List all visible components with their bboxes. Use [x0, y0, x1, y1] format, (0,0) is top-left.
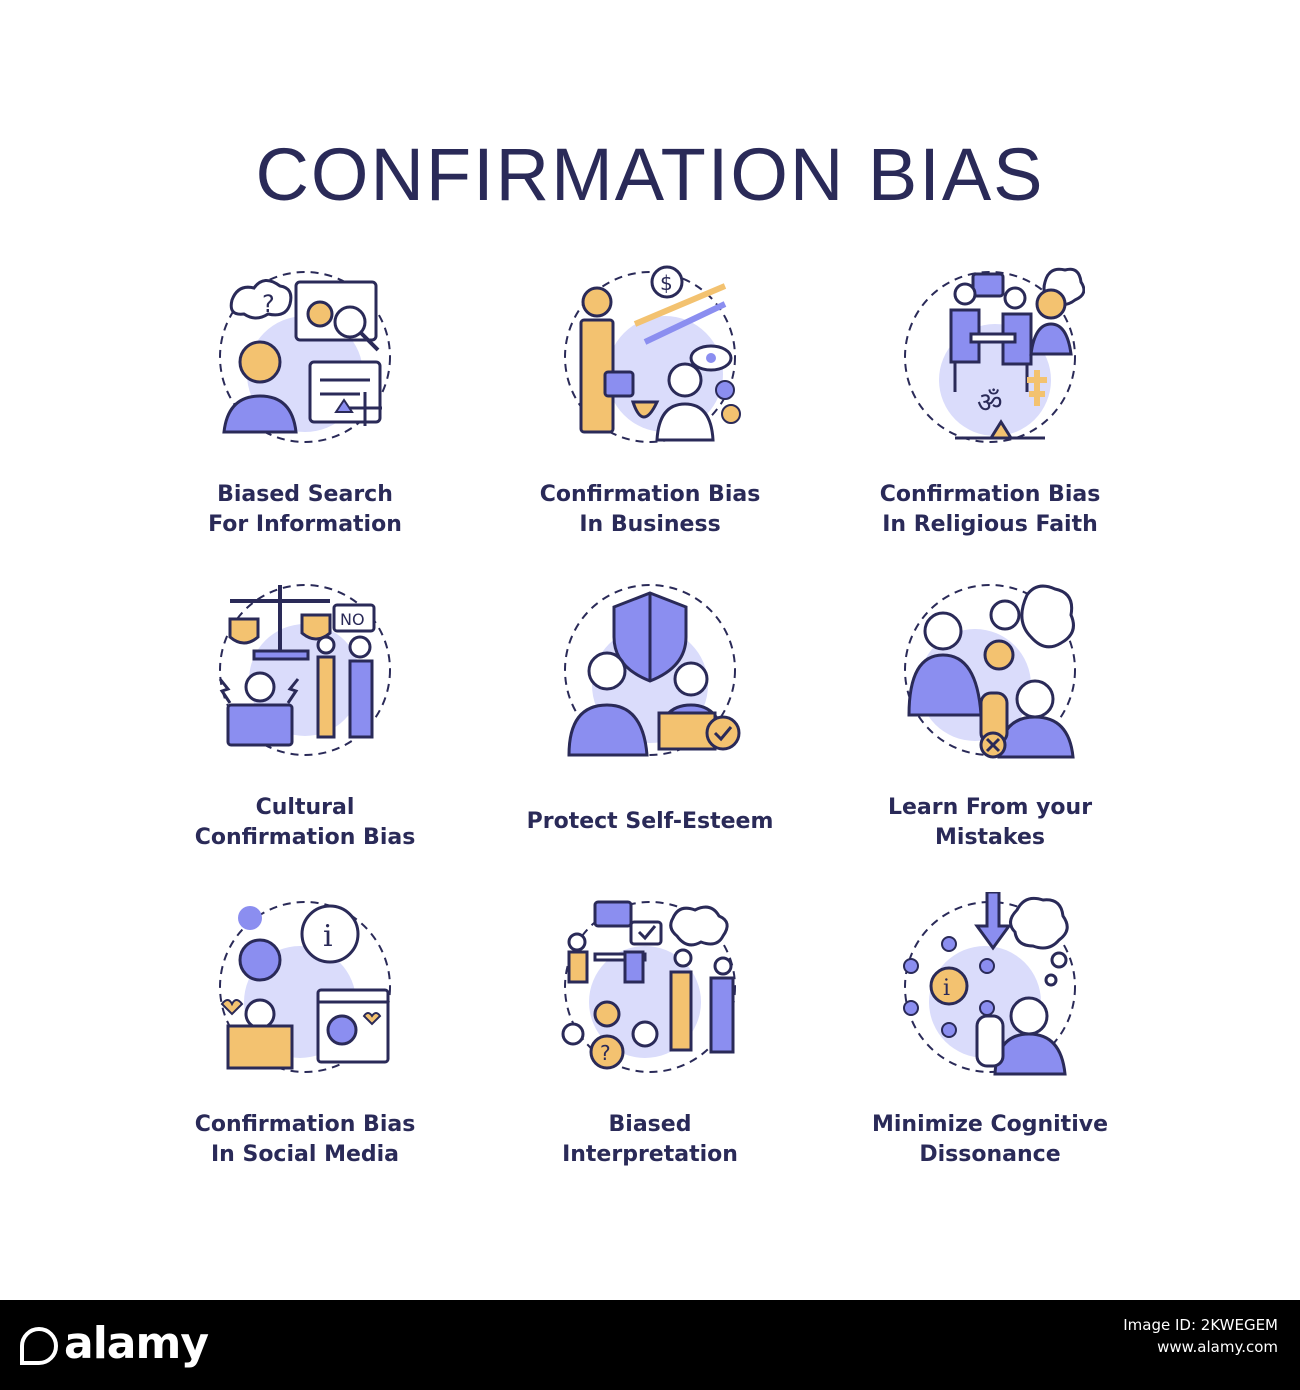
card-label: Confirmation Bias In Social Media — [194, 1112, 416, 1167]
alamy-logo-mark-icon — [20, 1327, 58, 1365]
page-title: CONFIRMATION BIAS — [255, 133, 1045, 216]
site-url: www.alamy.com — [1157, 1338, 1278, 1356]
card-social-media: i Confirmation Bias In Social Media — [155, 892, 455, 1170]
svg-text:i: i — [943, 976, 950, 1001]
card-label: Biased Interpretation — [562, 1112, 738, 1167]
interpretation-icon: ? — [561, 900, 736, 1073]
poster: CONFIRMATION BIAS ? Biased Search For In… — [155, 133, 1140, 1170]
card-label: Protect Self-Esteem — [526, 809, 774, 834]
card-label: Confirmation Bias In Business — [539, 482, 761, 537]
card-cognitive-dissonance: i Minimize Cognitive Dissonance — [840, 892, 1140, 1170]
card-cultural: NO Cultural Confirmation Bias — [155, 575, 455, 853]
social-media-icon: i — [219, 901, 391, 1073]
svg-text:i: i — [323, 919, 333, 954]
svg-text:?: ? — [600, 1041, 611, 1065]
card-label: Biased Search For Information — [208, 482, 402, 537]
logo-text: alamy — [64, 1318, 209, 1369]
svg-text:$: $ — [660, 271, 673, 295]
card-self-esteem: Protect Self-Esteem — [500, 575, 800, 837]
card-biased-search: ? Biased Search For Information — [155, 262, 455, 540]
card-learn-mistakes: Learn From your Mistakes — [840, 575, 1140, 853]
card-label: Minimize Cognitive Dissonance — [871, 1112, 1109, 1167]
cognitive-dissonance-icon: i — [903, 892, 1076, 1076]
card-religious-faith: ॐ Confirmation Bias In Religious Faith — [840, 262, 1140, 540]
search-bias-icon: ? — [219, 271, 391, 443]
stock-footer: alamy Image ID: 2KWEGEM www.alamy.com — [0, 1300, 1300, 1390]
self-esteem-shield-icon — [564, 584, 741, 757]
card-label: Confirmation Bias In Religious Faith — [879, 482, 1101, 537]
svg-text:?: ? — [262, 290, 275, 318]
alamy-logo: alamy — [20, 1318, 209, 1369]
card-label: Cultural Confirmation Bias — [194, 795, 416, 850]
image-meta: Image ID: 2KWEGEM www.alamy.com — [1123, 1314, 1278, 1358]
card-label: Learn From your Mistakes — [887, 795, 1093, 850]
svg-text:NO: NO — [340, 610, 365, 629]
card-biased-interpretation: ? Biased Interpretation — [500, 892, 800, 1170]
business-bias-icon: $ — [564, 265, 741, 443]
svg-text:ॐ: ॐ — [977, 386, 1003, 419]
image-id: Image ID: 2KWEGEM — [1123, 1316, 1278, 1334]
card-business: $ Confirmation Bias In Business — [500, 262, 800, 540]
learn-mistakes-icon — [904, 584, 1076, 759]
religious-faith-icon: ॐ — [904, 267, 1085, 443]
cultural-scales-icon: NO — [218, 584, 391, 756]
